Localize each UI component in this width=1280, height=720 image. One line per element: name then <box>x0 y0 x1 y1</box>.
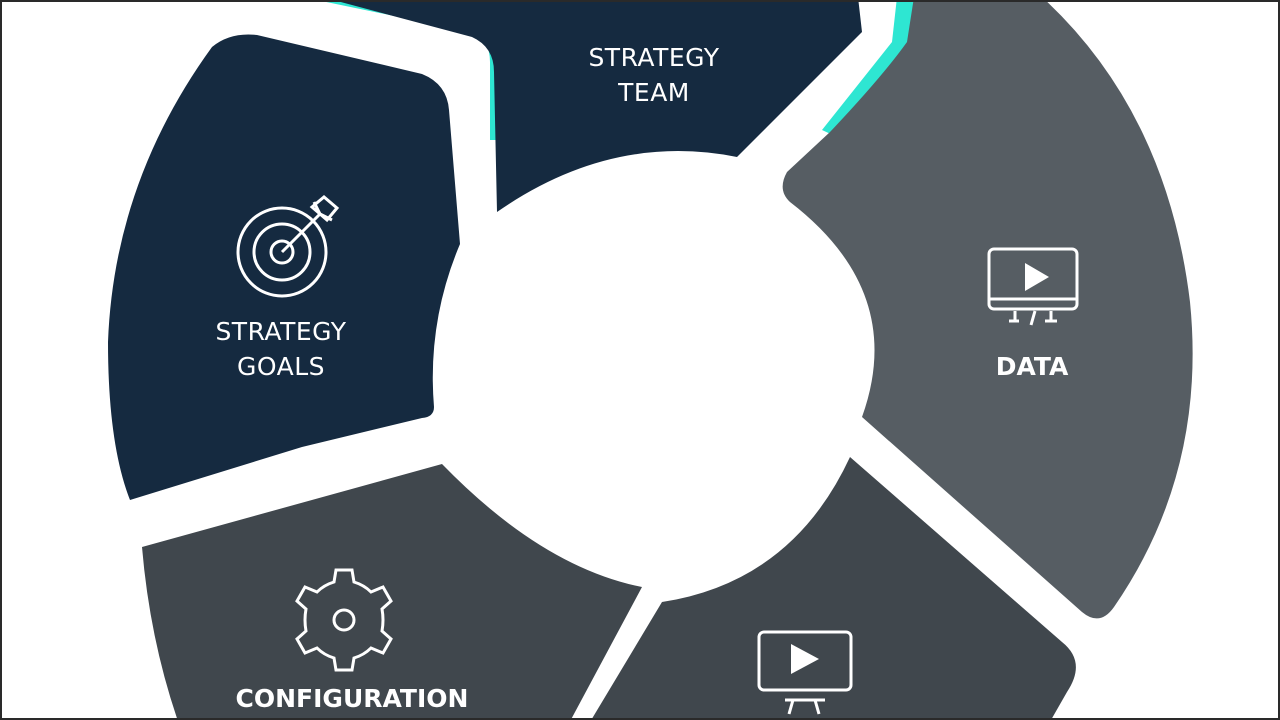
configuration-shape <box>142 464 642 718</box>
bottom-right-shape <box>592 457 1076 718</box>
strategy-team-label-line2: TEAM <box>617 78 690 107</box>
strategy-team-shape <box>340 2 862 212</box>
strategy-goals-shape <box>108 34 460 500</box>
data-shape <box>782 2 1193 619</box>
strategy-team-label-line1: STRATEGY <box>588 43 719 72</box>
data-accent <box>822 2 914 137</box>
screen-play-icon <box>987 247 1079 326</box>
segment-strategy-team: STRATEGY TEAM <box>326 2 862 212</box>
data-label: DATA <box>996 352 1069 381</box>
segment-strategy-goals: STRATEGY GOALS <box>108 34 460 500</box>
gear-icon <box>295 568 393 672</box>
configuration-label: CONFIGURATION <box>236 684 469 713</box>
segment-bottom-right <box>592 457 1076 718</box>
target-arrow-icon <box>236 195 340 298</box>
segment-configuration: CONFIGURATION <box>142 464 642 718</box>
segment-data: DATA <box>782 2 1193 619</box>
strategy-goals-label-line1: STRATEGY <box>215 317 346 346</box>
screen-play-icon <box>757 630 853 715</box>
strategy-goals-label-line2: GOALS <box>237 352 325 381</box>
